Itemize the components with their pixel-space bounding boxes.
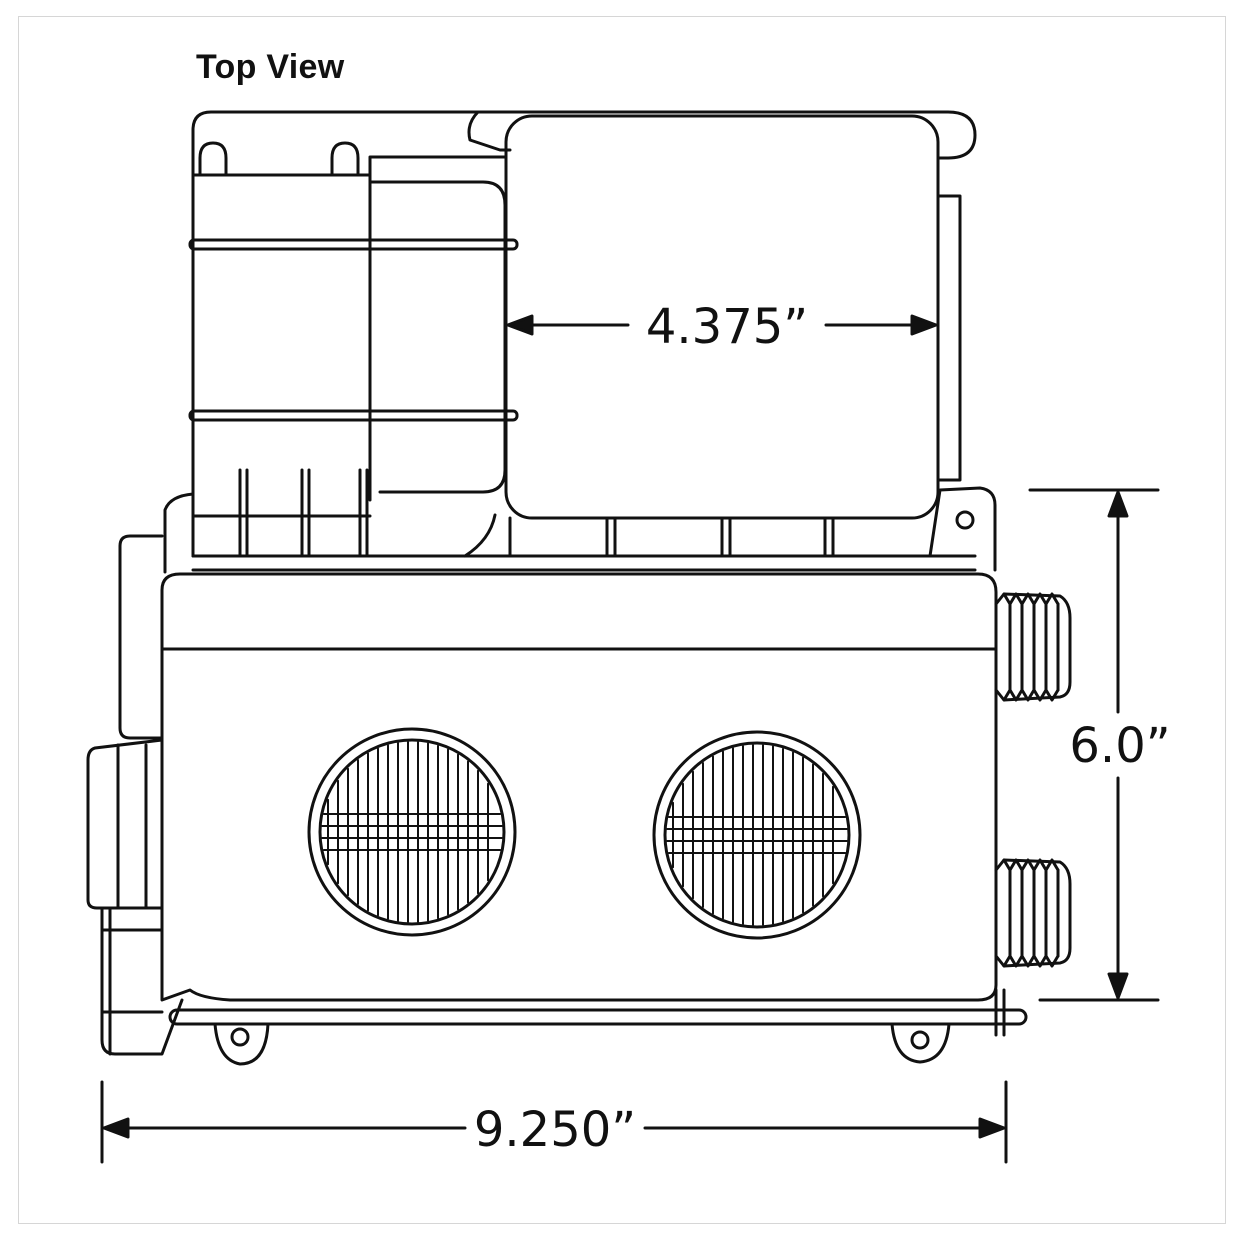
view-title: Top View (196, 48, 345, 86)
dimension-width: 9.250” (100, 1080, 1008, 1164)
vent-grille-left (307, 727, 517, 937)
upper-housing (188, 110, 977, 502)
dimension-height: 6.0” (1028, 488, 1171, 1002)
dimension-motor-width: 4.375” (506, 299, 938, 355)
width-label: 9.250” (474, 1102, 636, 1158)
motor-width-label: 4.375” (646, 299, 808, 355)
vent-grille-right (652, 730, 862, 940)
height-label: 6.0” (1069, 718, 1170, 774)
bottom-rail (168, 988, 1028, 1066)
rib-row (163, 468, 997, 574)
threaded-port-upper (994, 592, 1072, 702)
threaded-port-lower (994, 858, 1072, 968)
left-fittings (86, 534, 184, 1056)
main-body (160, 572, 998, 1002)
